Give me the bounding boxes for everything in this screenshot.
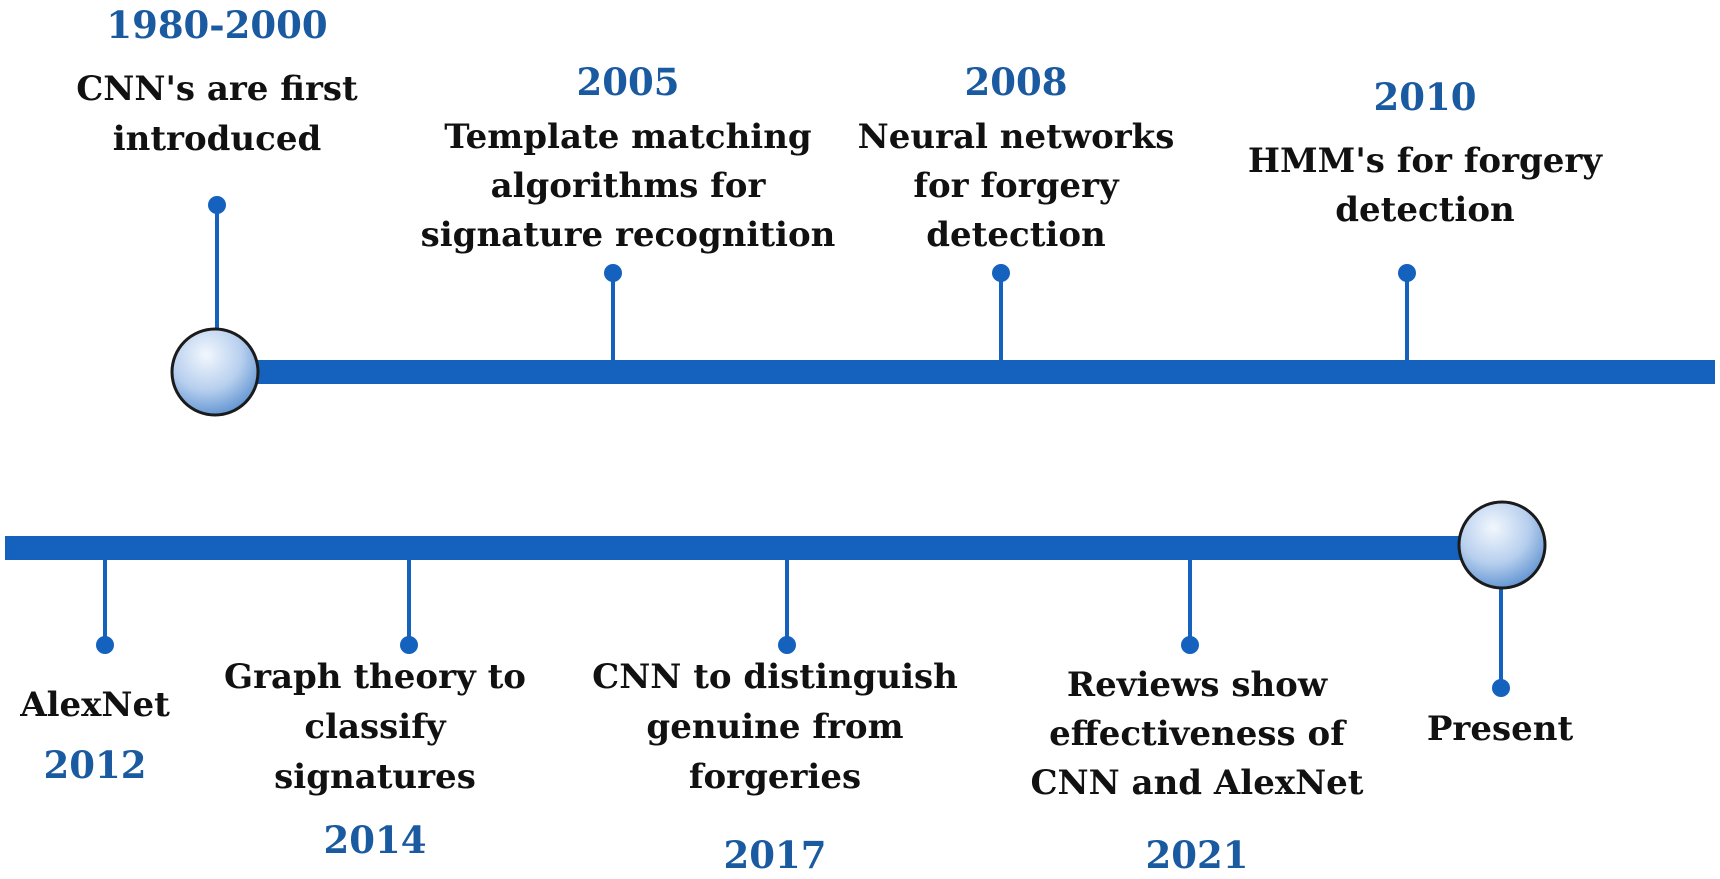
dot-2005 xyxy=(604,264,622,282)
bottom-timeline-bar xyxy=(5,536,1505,560)
present-node xyxy=(1457,500,1547,590)
event-text-line: Present xyxy=(1427,709,1574,749)
event-2017: CNN to distinguish genuine from forgerie… xyxy=(592,657,958,877)
event-text-line: HMM's for forgery xyxy=(1248,141,1603,181)
dot-2012 xyxy=(96,636,114,654)
event-text-line: classify xyxy=(304,707,446,747)
event-text-line: CNN and AlexNet xyxy=(1030,763,1363,803)
event-2012: AlexNet 2012 xyxy=(19,685,170,787)
event-text-line: AlexNet xyxy=(19,685,170,725)
event-2010: 2010 HMM's for forgery detection xyxy=(1248,75,1603,230)
event-text-line: detection xyxy=(1335,190,1514,230)
year-label: 2008 xyxy=(965,60,1068,104)
dot-2014 xyxy=(400,636,418,654)
event-present: Present xyxy=(1427,709,1574,749)
year-label: 2017 xyxy=(724,833,827,877)
year-label: 1980-2000 xyxy=(106,3,327,47)
dot-2010 xyxy=(1398,264,1416,282)
year-label: 2021 xyxy=(1146,833,1249,877)
event-text-line: Neural networks xyxy=(858,117,1175,157)
event-2005: 2005 Template matching algorithms for si… xyxy=(421,60,836,255)
event-text-line: introduced xyxy=(113,119,322,159)
year-label: 2012 xyxy=(44,743,147,787)
dot-1980-2000 xyxy=(208,196,226,214)
event-1980-2000: 1980-2000 CNN's are first introduced xyxy=(76,3,358,159)
start-node xyxy=(170,327,260,417)
event-2014: Graph theory to classify signatures 2014 xyxy=(224,657,526,862)
event-text-line: signatures xyxy=(274,757,476,797)
event-text-line: algorithms for xyxy=(491,166,767,206)
event-text-line: CNN to distinguish xyxy=(592,657,958,697)
event-text-line: Graph theory to xyxy=(224,657,526,697)
event-text-line: Template matching xyxy=(444,117,811,157)
event-text-line: detection xyxy=(926,215,1105,255)
event-text-line: for forgery xyxy=(913,166,1120,206)
event-2021: Reviews show effectiveness of CNN and Al… xyxy=(1030,665,1363,877)
year-label: 2014 xyxy=(324,818,427,862)
event-text-line: Reviews show xyxy=(1067,665,1328,705)
event-2008: 2008 Neural networks for forgery detecti… xyxy=(858,60,1175,255)
event-text-line: signature recognition xyxy=(421,215,836,255)
event-text-line: CNN's are first xyxy=(76,69,358,109)
year-label: 2010 xyxy=(1374,75,1477,119)
year-label: 2005 xyxy=(577,60,680,104)
dot-present xyxy=(1492,679,1510,697)
dot-2008 xyxy=(992,264,1010,282)
event-text-line: effectiveness of xyxy=(1049,714,1347,754)
event-text-line: genuine from xyxy=(646,707,903,747)
dot-2021 xyxy=(1181,636,1199,654)
event-text-line: forgeries xyxy=(689,757,861,797)
top-timeline-bar xyxy=(195,360,1715,384)
dot-2017 xyxy=(778,636,796,654)
